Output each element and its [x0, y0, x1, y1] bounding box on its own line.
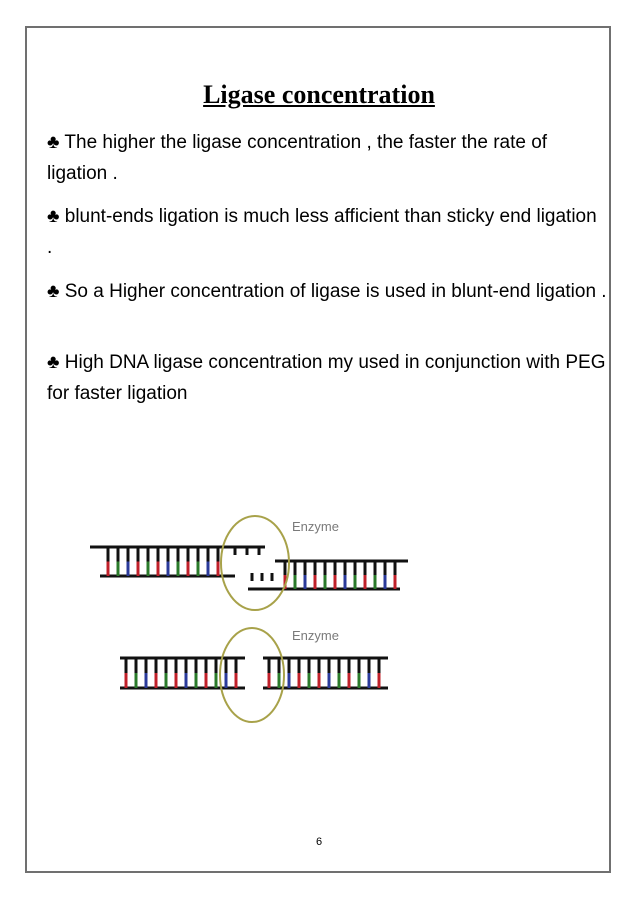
enzyme-circle-bottom: [219, 627, 285, 723]
page-title: Ligase concentration: [203, 80, 435, 109]
paragraph-2: ♣ blunt-ends ligation is much less affic…: [47, 201, 607, 263]
enzyme-circle-top: [220, 515, 290, 611]
enzyme-label-top: Enzyme: [292, 519, 339, 534]
dna-ligation-figure: Enzyme Enzyme: [90, 515, 408, 723]
club-bullet-icon: ♣: [47, 132, 60, 153]
paragraph-3-text: So a Higher concentration of ligase is u…: [64, 281, 607, 302]
enzyme-label-bottom: Enzyme: [292, 628, 339, 643]
club-bullet-icon: ♣: [47, 281, 60, 302]
paragraph-1-text: The higher the ligase concentration , th…: [47, 132, 548, 184]
paragraph-3: ♣ So a Higher concentration of ligase is…: [47, 276, 607, 307]
paragraph-4: ♣ High DNA ligase concentration my used …: [47, 347, 607, 409]
paragraph-2-text: blunt-ends ligation is much less afficie…: [47, 206, 597, 258]
club-bullet-icon: ♣: [47, 352, 60, 373]
page-number: 6: [315, 836, 323, 848]
page-border: [25, 26, 611, 873]
paragraph-1: ♣ The higher the ligase concentration , …: [47, 127, 607, 189]
club-bullet-icon: ♣: [47, 206, 60, 227]
dna-strands-drawing: [90, 545, 408, 690]
paragraph-4-text: High DNA ligase concentration my used in…: [47, 352, 606, 404]
